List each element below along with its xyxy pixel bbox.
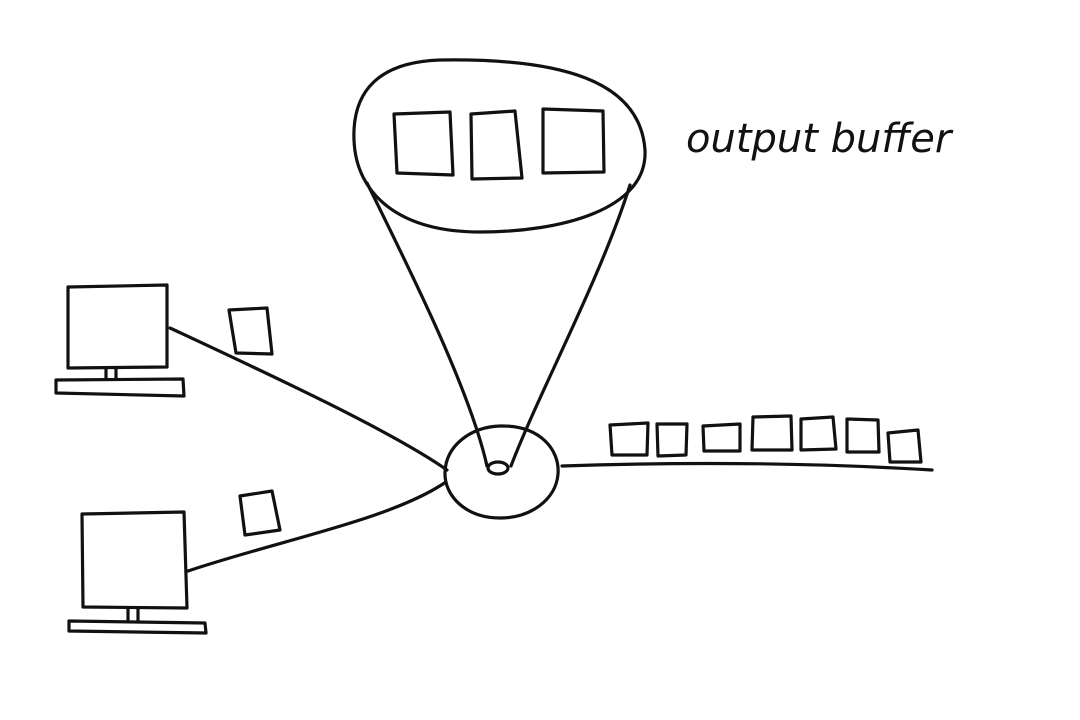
- link-host-top-to-router: [168, 326, 449, 472]
- buffer-outline: [352, 58, 647, 234]
- host-top-stand: [104, 366, 118, 380]
- host-bottom-computer-icon: [67, 510, 208, 635]
- router-inner-hole: [486, 460, 510, 476]
- host-bottom-base: [67, 619, 208, 635]
- buffer-packet-3: [541, 107, 606, 175]
- output-buffer-bubble: [352, 58, 647, 234]
- outgoing-packet-4: [750, 414, 794, 452]
- incoming-packet-1: [227, 306, 274, 356]
- host-bottom-monitor: [80, 510, 189, 610]
- router-icon: [443, 424, 560, 520]
- host-bottom-stand: [126, 606, 140, 622]
- outgoing-link: [560, 461, 934, 472]
- output-buffer-label: output buffer: [686, 116, 954, 162]
- zoom-cone-right: [509, 183, 632, 468]
- outgoing-packet-2: [655, 422, 689, 458]
- host-top-base: [54, 377, 186, 398]
- zoom-cone-left: [365, 181, 489, 468]
- link-host-bottom-to-router: [186, 480, 448, 573]
- router-outer-ring: [443, 424, 560, 520]
- host-top-computer-icon: [54, 283, 186, 398]
- incoming-packet-2: [238, 489, 282, 537]
- outgoing-packet-1: [608, 421, 650, 457]
- outgoing-packet-7: [886, 428, 923, 464]
- buffer-packet-1: [392, 110, 455, 177]
- outgoing-packet-6: [845, 417, 881, 454]
- outgoing-packet-5: [799, 415, 838, 452]
- outgoing-packet-3: [701, 422, 742, 453]
- buffer-packet-2: [469, 109, 524, 181]
- outgoing-packets: [608, 414, 923, 464]
- host-top-monitor: [66, 283, 169, 370]
